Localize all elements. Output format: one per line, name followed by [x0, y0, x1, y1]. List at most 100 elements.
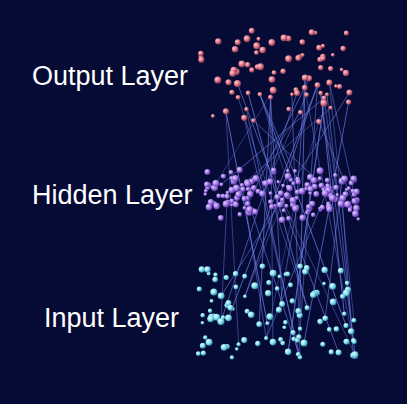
input-neuron	[343, 290, 350, 297]
hidden-neuron	[289, 197, 296, 204]
output-neuron	[270, 87, 277, 94]
input-neuron	[248, 312, 255, 319]
input-neuron	[196, 351, 201, 356]
input-neuron	[233, 271, 238, 276]
input-neuron	[317, 319, 323, 325]
input-neuron	[276, 307, 282, 313]
input-neuron	[352, 339, 357, 344]
output-neuron	[257, 63, 264, 70]
output-neuron	[214, 76, 221, 83]
input-neuron	[217, 318, 224, 325]
output-neuron	[318, 91, 323, 96]
input-neuron	[251, 282, 258, 289]
input-neuron	[203, 335, 207, 339]
output-neuron	[249, 28, 255, 34]
hidden-neuron	[352, 210, 359, 217]
hidden-neuron	[253, 175, 260, 182]
output-neuron	[285, 55, 292, 62]
input-neuron	[221, 344, 228, 351]
output-neuron	[232, 46, 238, 52]
hidden-neuron	[218, 215, 224, 221]
output-neuron	[223, 108, 229, 114]
hidden-neuron	[344, 201, 351, 208]
hidden-neuron	[232, 175, 239, 182]
input-neuron	[210, 299, 214, 303]
input-neuron	[260, 264, 265, 269]
output-neuron	[269, 76, 276, 83]
hidden-neuron	[337, 200, 344, 207]
output-neuron	[234, 80, 241, 87]
hidden-neuron	[278, 190, 284, 196]
output-neuron	[329, 106, 333, 110]
hidden-neuron	[299, 214, 305, 220]
input-neuron	[283, 320, 288, 325]
hidden-neuron	[238, 212, 243, 217]
input-neuron	[329, 283, 336, 290]
input-neuron	[225, 314, 232, 321]
connection-line	[321, 93, 354, 340]
hidden-neuron	[307, 186, 313, 192]
connection-line	[266, 192, 297, 338]
output-neuron	[302, 74, 309, 81]
output-neuron	[302, 85, 308, 91]
connection-line	[282, 200, 355, 355]
input-neuron	[336, 349, 342, 355]
hidden-neuron	[280, 197, 285, 202]
output-neuron	[241, 115, 247, 121]
input-neuron	[310, 292, 316, 298]
hidden-neuron	[351, 198, 357, 204]
output-neuron	[268, 95, 273, 100]
hidden-neuron	[322, 190, 329, 197]
input-neuron	[255, 341, 260, 346]
output-neuron	[340, 68, 344, 72]
layer-label: Input Layer	[44, 304, 179, 334]
input-neuron	[351, 338, 356, 343]
output-neuron	[326, 80, 332, 86]
hidden-neuron	[204, 182, 210, 188]
input-neuron	[285, 349, 292, 356]
hidden-neuron	[246, 187, 250, 191]
hidden-neuron	[313, 191, 319, 197]
output-neuron	[298, 110, 303, 115]
output-neuron	[198, 51, 204, 57]
output-neuron	[238, 60, 245, 67]
input-neuron	[270, 339, 277, 346]
input-neuron	[208, 308, 212, 312]
output-neuron	[281, 34, 288, 41]
output-neuron	[249, 67, 254, 72]
hidden-neuron	[356, 217, 360, 221]
hidden-neuron	[269, 204, 274, 209]
output-neuron	[346, 99, 351, 104]
input-neuron	[241, 337, 247, 343]
hidden-neuron	[329, 194, 336, 201]
input-neuron	[320, 342, 325, 347]
hidden-neuron	[333, 185, 339, 191]
input-neuron	[224, 275, 229, 280]
input-neuron	[282, 325, 286, 329]
hidden-neuron	[293, 169, 297, 173]
hidden-neuron	[245, 201, 250, 206]
hidden-neuron	[243, 206, 247, 210]
output-neuron	[304, 92, 309, 97]
connection-line	[247, 198, 300, 357]
output-neuron	[236, 95, 241, 100]
output-neuron	[316, 119, 321, 124]
input-neuron	[201, 350, 206, 355]
hidden-neuron	[320, 205, 325, 210]
input-neuron	[342, 312, 346, 316]
hidden-neuron	[268, 199, 273, 204]
input-neuron	[295, 308, 301, 314]
connection-line	[245, 85, 318, 296]
input-neuron	[210, 288, 217, 295]
hidden-neuron	[203, 192, 207, 196]
hidden-neuron	[347, 186, 351, 190]
input-neuron	[278, 337, 283, 342]
input-neuron	[327, 327, 332, 332]
output-neuron	[244, 35, 251, 42]
output-neuron	[254, 50, 259, 55]
hidden-neuron	[282, 208, 286, 212]
connection-line	[324, 98, 337, 195]
connection-line	[342, 204, 353, 355]
input-neuron	[199, 266, 205, 272]
